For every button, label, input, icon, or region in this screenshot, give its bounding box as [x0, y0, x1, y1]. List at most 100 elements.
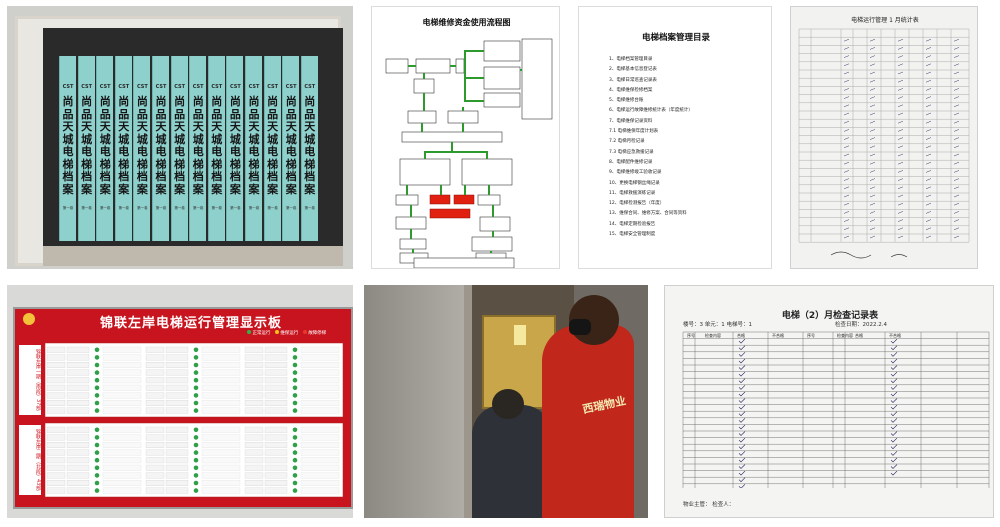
board-status-light: [193, 473, 199, 478]
board-title: 锦联左岸电梯运行管理显示板: [99, 316, 282, 331]
catalog-item: 7.1 电梯维保年度计划表: [609, 129, 659, 135]
runlog-handwriting: [897, 211, 904, 214]
legend-maintenance: 维保运行: [280, 331, 299, 336]
board-cell: [244, 464, 264, 471]
runlog-handwriting: [869, 96, 876, 99]
runlog-handwriting: [843, 153, 850, 157]
board-cell: [46, 434, 66, 441]
board-cell: [264, 400, 288, 406]
flowchart-title: 电梯维修资金使用流程图: [422, 18, 511, 27]
catalog-title: 电梯档案管理目录: [641, 33, 710, 43]
board-cell: [264, 472, 288, 479]
board-cell: [145, 472, 165, 479]
runlog-handwriting: [869, 219, 876, 222]
board-cell: [145, 354, 165, 361]
runlog-handwriting: [843, 112, 850, 116]
check-mark: [738, 418, 746, 423]
binder-title: 尚品天城电梯档案: [118, 95, 130, 196]
board-cell: [46, 362, 66, 368]
runlog-handwriting: [953, 170, 960, 173]
board-cell: [300, 362, 340, 368]
board-cell: [102, 377, 142, 384]
board-status-light: [292, 473, 298, 478]
runlog-handwriting: [925, 194, 932, 198]
board-status-light: [94, 355, 100, 360]
catalog-item: 7.2 电梯月检记录: [609, 139, 645, 145]
board-cell: [66, 426, 90, 433]
binder-label: 第一卷: [62, 206, 74, 210]
runlog-handwriting: [869, 47, 876, 50]
catalog-item: 14、电梯定期检验报告: [609, 221, 656, 227]
binder-title: 尚品天城电梯档案: [155, 95, 167, 196]
board-cell: [300, 354, 340, 361]
board-status-light: [94, 377, 100, 383]
check-mark: [738, 444, 746, 450]
check-header: 序号: [687, 332, 695, 338]
checklist-document: 电梯（2）月检查记录表 楼号：3 单元：1 电梯号：1 检查日期：2022.2.…: [664, 285, 994, 518]
board-status-light: [193, 450, 199, 455]
board-cell: [244, 407, 264, 414]
binder-brand: CST: [174, 84, 185, 90]
runlog-handwriting: [843, 88, 850, 91]
board-cell: [264, 442, 288, 448]
board-cell: [165, 457, 189, 464]
check-header: 合格: [855, 332, 863, 338]
check-mark: [890, 457, 898, 463]
board-cell: [201, 442, 241, 448]
board-cell: [300, 426, 340, 433]
runlog-handwriting: [869, 129, 876, 132]
runlog-handwriting: [869, 186, 876, 190]
board-cell: [145, 377, 165, 384]
board-cell: [264, 464, 288, 471]
board-cell: [300, 480, 340, 486]
runlog-handwriting: [869, 145, 876, 149]
runlog-handwriting: [869, 88, 876, 91]
board-cell: [145, 407, 165, 414]
board-status-light: [292, 442, 298, 448]
runlog-handwriting: [843, 63, 850, 67]
check-mark: [890, 431, 898, 436]
board-cell: [201, 384, 241, 391]
board-status-light: [94, 347, 100, 353]
flowchart-document: 电梯维修资金使用流程图: [371, 6, 560, 269]
board-cell: [244, 472, 264, 479]
runlog-handwriting: [953, 227, 960, 231]
board-status-light: [94, 465, 100, 471]
board-status-light: [292, 435, 298, 440]
board-cell: [145, 480, 165, 486]
board-cell: [165, 392, 189, 399]
checklist-footer: 物业主管： 检查人：: [683, 502, 735, 508]
board-cell: [165, 472, 189, 479]
display-board: 锦联左岸电梯运行管理显示板 正常运行 维保运行 故障停梯 锦联左岸一期（南段）3…: [13, 307, 353, 509]
board-cell: [300, 346, 340, 353]
board-cell: [201, 472, 241, 479]
check-mark: [890, 371, 898, 377]
board-cell: [264, 457, 288, 464]
board-cell: [264, 392, 288, 399]
runlog-handwriting: [869, 194, 876, 198]
binder-brand: CST: [155, 84, 167, 90]
board-status-light: [94, 450, 100, 455]
runlog-handwriting: [869, 227, 876, 231]
board-status-light: [94, 408, 100, 413]
board-cell: [165, 377, 189, 384]
runlog-handwriting: [843, 71, 850, 75]
binder-title: 尚品天城电梯档案: [192, 95, 204, 196]
runlog-handwriting: [897, 161, 904, 165]
board-cell: [102, 457, 142, 464]
runlog-handwriting: [925, 88, 932, 91]
runlog-handwriting: [897, 170, 904, 173]
board-status-light: [193, 347, 199, 353]
board-cell: [244, 449, 264, 456]
board-cell: [244, 392, 264, 399]
runlog-handwriting: [925, 170, 932, 173]
binder-brand: CST: [81, 84, 92, 90]
board-cell: [66, 407, 90, 414]
runlog-handwriting: [925, 71, 932, 75]
check-header: 序号: [807, 332, 815, 338]
check-grid: 序号检查内容合格不合格序号检查内容合格不合格: [682, 331, 990, 488]
runlog-handwriting: [897, 63, 904, 67]
board-cell: [165, 362, 189, 368]
